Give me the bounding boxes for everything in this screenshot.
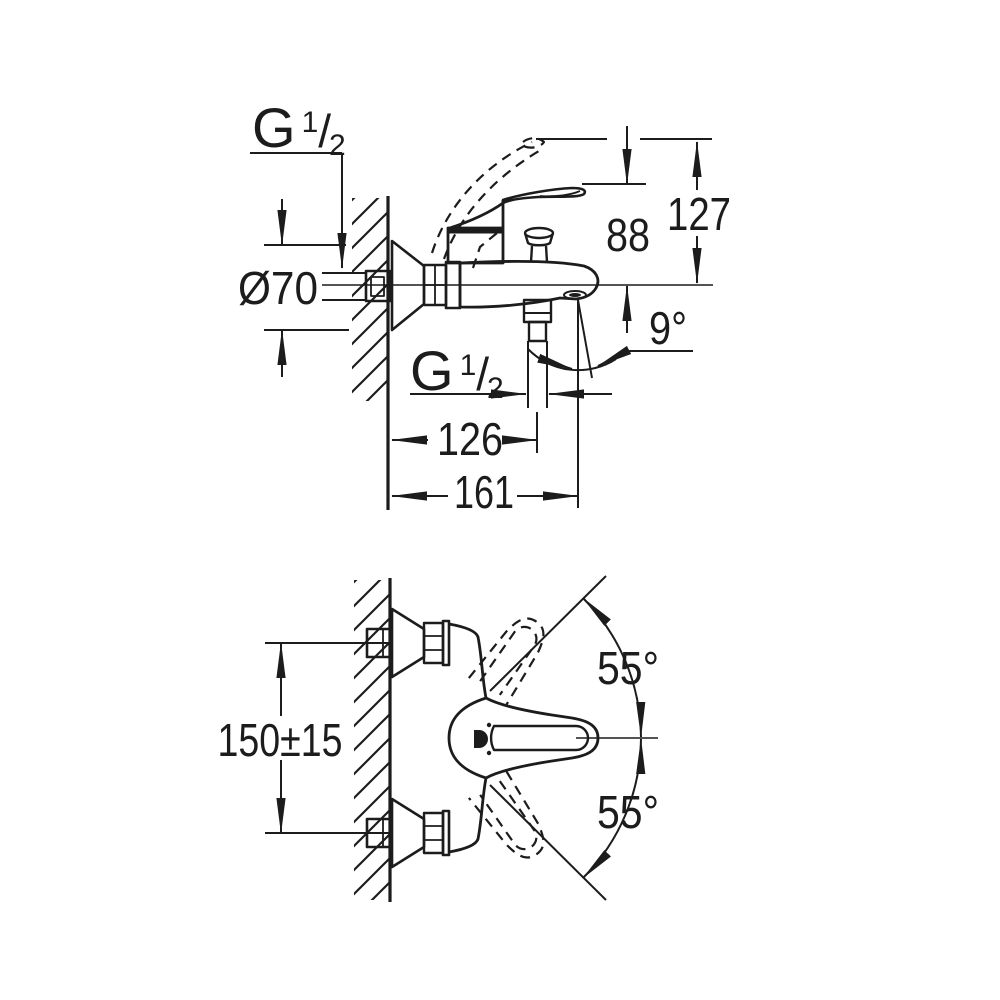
supply-thread-lines [322, 272, 366, 301]
dim88-label: 88 [606, 209, 650, 261]
spout-angle-leader-arrow [597, 345, 632, 367]
lower-thread-lines [424, 825, 443, 841]
aerator-outline [563, 290, 587, 300]
dim-escutcheon-diameter: Ø70 [238, 199, 366, 377]
spout-angle-arrow [537, 353, 573, 370]
thread-nipple-lines [424, 265, 446, 305]
dim-connection-distance: 150±15 [218, 642, 390, 834]
front-view: 55° 55° 150±15 [218, 575, 659, 902]
dim150-label: 150±15 [218, 714, 343, 766]
spout-angle-line [577, 299, 593, 379]
body-dot-upper [486, 722, 492, 728]
body-and-lever-outline [447, 696, 600, 780]
swing-line-upper [489, 575, 607, 692]
dim126-label: 126 [437, 413, 503, 465]
upper-threads [422, 621, 445, 665]
spout-angle-arc [527, 348, 617, 372]
upper-thread-lines [424, 635, 443, 651]
dim9deg-label: 9° [649, 302, 687, 354]
union-nut [364, 269, 392, 303]
lower-threads [422, 811, 445, 855]
upper-escutcheon [390, 607, 426, 679]
cartridge-mark [474, 730, 488, 748]
lever-handle-side [449, 186, 587, 230]
wall-section [352, 196, 390, 510]
aerator-mouth [569, 293, 581, 297]
shower-outlet-pipe [522, 298, 553, 343]
dim55-upper-label: 55° [597, 642, 659, 694]
dim55-lower-label: 55° [597, 786, 659, 838]
shower-thread-extensions [527, 341, 548, 408]
lever-grip-inner [489, 724, 590, 752]
diverter-knob [523, 226, 555, 263]
union-nut-inner [370, 276, 385, 297]
lower-escutcheon [390, 797, 426, 869]
dim150-extension-lines [265, 642, 390, 834]
dim161-label: 161 [454, 466, 514, 518]
wall-section-front [354, 578, 392, 902]
upper-cap [441, 619, 451, 667]
swing-arc-lower [582, 738, 646, 879]
dia70-label: Ø70 [238, 262, 318, 314]
body-dot-lower [486, 750, 492, 756]
lower-cap [441, 809, 451, 857]
dim-spout-angle: 9° [527, 299, 693, 508]
upper-stub-outline [448, 622, 488, 699]
mixer-body-front [447, 617, 600, 859]
dim127-label: 127 [667, 188, 731, 240]
dim-depths: 126 161 [391, 413, 579, 518]
lever-dashed-down-position [467, 770, 545, 859]
lever-dashed-up-position [467, 617, 545, 706]
lever-raised-dashed [430, 137, 546, 269]
dim-heights: 88 127 [536, 126, 731, 333]
swing-line-lower [489, 784, 607, 901]
mixer-body-side [430, 137, 600, 343]
dim-lever-swing: 55° 55° [489, 575, 659, 901]
lower-stub-outline [448, 777, 488, 854]
swing-arc-upper [582, 597, 646, 738]
